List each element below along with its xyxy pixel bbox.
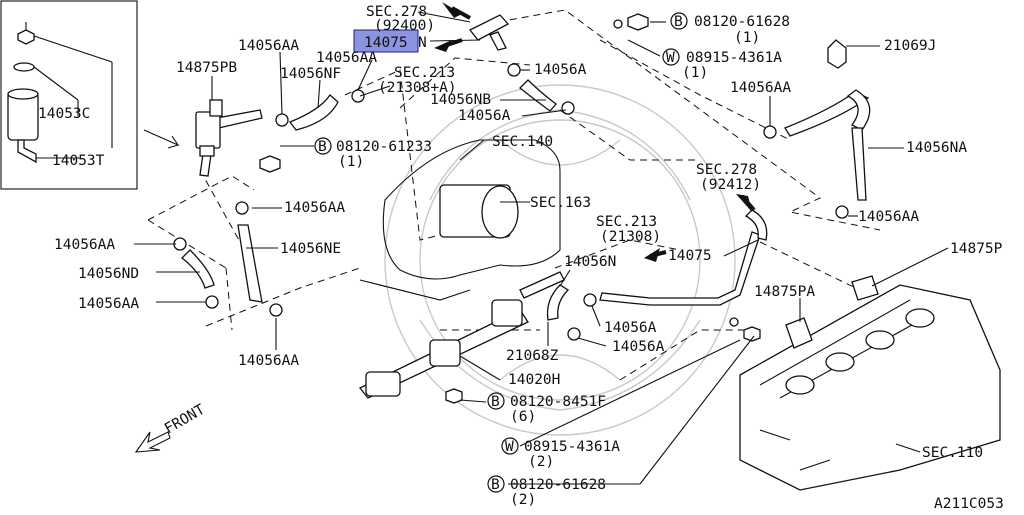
label-14056AA-3: 14056AA bbox=[730, 80, 791, 96]
label-21068Z: 21068Z bbox=[506, 348, 559, 364]
washer-letter-top: W bbox=[666, 50, 675, 66]
label-sec278-mid: SEC.278 bbox=[696, 162, 757, 178]
label-sec278-top: SEC.278 bbox=[366, 4, 427, 20]
label-14056N: 14056N bbox=[564, 254, 616, 270]
bracket-21069J bbox=[827, 39, 847, 69]
label-14056A-4: 14056A bbox=[612, 339, 665, 355]
label-14056AA-5: 14056AA bbox=[284, 200, 345, 216]
label-08915-4361A-bottom: 08915-4361A bbox=[524, 439, 620, 455]
part-labels: SEC.278 (92400) 14075 N SEC.213 (21308+A… bbox=[54, 4, 1004, 512]
label-08120-61628-top-qty: (1) bbox=[734, 30, 760, 46]
label-14056NF: 14056NF bbox=[280, 66, 341, 82]
label-sec213-mid-sub: (21308) bbox=[600, 229, 661, 245]
label-08120-61628-bottom-qty: (2) bbox=[510, 492, 536, 508]
label-21069J: 21069J bbox=[884, 38, 936, 54]
label-08120-61233: 08120-61233 bbox=[336, 139, 432, 155]
washer-letter-bottom: W bbox=[505, 439, 514, 455]
label-14056NB: 14056NB bbox=[430, 92, 491, 108]
label-14056ND: 14056ND bbox=[78, 266, 139, 282]
label-08120-61628-bottom: 08120-61628 bbox=[510, 477, 606, 493]
label-08120-61628-top: 08120-61628 bbox=[694, 14, 790, 30]
engine-block bbox=[739, 284, 1001, 491]
label-14056NA: 14056NA bbox=[906, 140, 967, 156]
label-08915-4361A-bottom-qty: (2) bbox=[528, 454, 554, 470]
direction-arrows bbox=[143, 2, 756, 262]
bolt-letter-bottom: B bbox=[491, 477, 500, 493]
label-sec213-top: SEC.213 bbox=[394, 65, 455, 81]
label-14056NE: 14056NE bbox=[280, 241, 341, 257]
bolt-marker-top bbox=[670, 12, 688, 30]
sensor-14875PA bbox=[785, 317, 813, 349]
label-sec213-top-sub: (21308+A) bbox=[378, 80, 457, 96]
label-14075-mid: 14075 bbox=[668, 248, 712, 264]
inset-label-14053C: 14053C bbox=[38, 106, 90, 122]
bolt-letter-61233: B bbox=[318, 139, 327, 155]
valve-14875PB bbox=[195, 99, 223, 157]
washer-marker-top bbox=[662, 48, 680, 66]
sensor-14875P bbox=[851, 275, 879, 301]
bolt-marker-8451F bbox=[487, 392, 505, 410]
label-14056A-1: 14056A bbox=[534, 62, 587, 78]
label-14056AA-6: 14056AA bbox=[54, 237, 115, 253]
diagram-code: A211C053 bbox=[934, 496, 1004, 511]
label-14875PA: 14875PA bbox=[754, 284, 815, 300]
bolt-marker-61233 bbox=[314, 137, 332, 155]
label-14056AA-4: 14056AA bbox=[858, 209, 919, 225]
label-14020H: 14020H bbox=[508, 372, 560, 388]
front-label: FRONT bbox=[162, 402, 208, 438]
label-14056A-2: 14056A bbox=[458, 108, 511, 124]
label-08120-61233-qty: (1) bbox=[338, 154, 364, 170]
intake-manifold bbox=[359, 139, 561, 301]
hoses bbox=[181, 14, 871, 399]
label-sec213-mid: SEC.213 bbox=[596, 214, 657, 230]
label-sec163: SEC.163 bbox=[530, 195, 591, 211]
washer-marker-bottom bbox=[501, 437, 519, 455]
label-14056AA-7: 14056AA bbox=[78, 296, 139, 312]
label-14875PB: 14875PB bbox=[176, 60, 237, 76]
label-14056AA-8: 14056AA bbox=[238, 353, 299, 369]
label-08120-8451F: 08120-8451F bbox=[510, 394, 606, 410]
label-sec140: SEC.140 bbox=[492, 134, 553, 150]
front-indicator: FRONT bbox=[134, 402, 208, 453]
label-sec278-mid-sub: (92412) bbox=[700, 177, 761, 193]
leader-lines bbox=[134, 11, 949, 485]
label-14056AA-2: 14056AA bbox=[316, 50, 377, 66]
label-sec110: SEC.110 bbox=[922, 445, 983, 461]
hose-clamps bbox=[173, 19, 849, 341]
label-08915-4361A-top-qty: (1) bbox=[682, 65, 708, 81]
label-14056AA-1: 14056AA bbox=[238, 38, 299, 54]
label-14075-suffix: N bbox=[418, 35, 427, 51]
label-sec278-top-sub: (92400) bbox=[374, 18, 435, 34]
label-14875P: 14875P bbox=[950, 241, 1003, 257]
inset-label-14053T: 14053T bbox=[52, 153, 105, 169]
bolt-marker-bottom bbox=[487, 475, 505, 493]
highlight-14075[interactable] bbox=[353, 29, 419, 53]
label-14056A-3: 14056A bbox=[604, 320, 657, 336]
bolt-letter-8451F: B bbox=[491, 394, 500, 410]
bolt-letter-top: B bbox=[674, 14, 683, 30]
label-08120-8451F-qty: (6) bbox=[510, 409, 536, 425]
label-14075-highlighted[interactable]: 14075 bbox=[364, 35, 408, 51]
inset-box: 14053C 14053T bbox=[0, 0, 138, 190]
label-08915-4361A-top: 08915-4361A bbox=[686, 50, 782, 66]
